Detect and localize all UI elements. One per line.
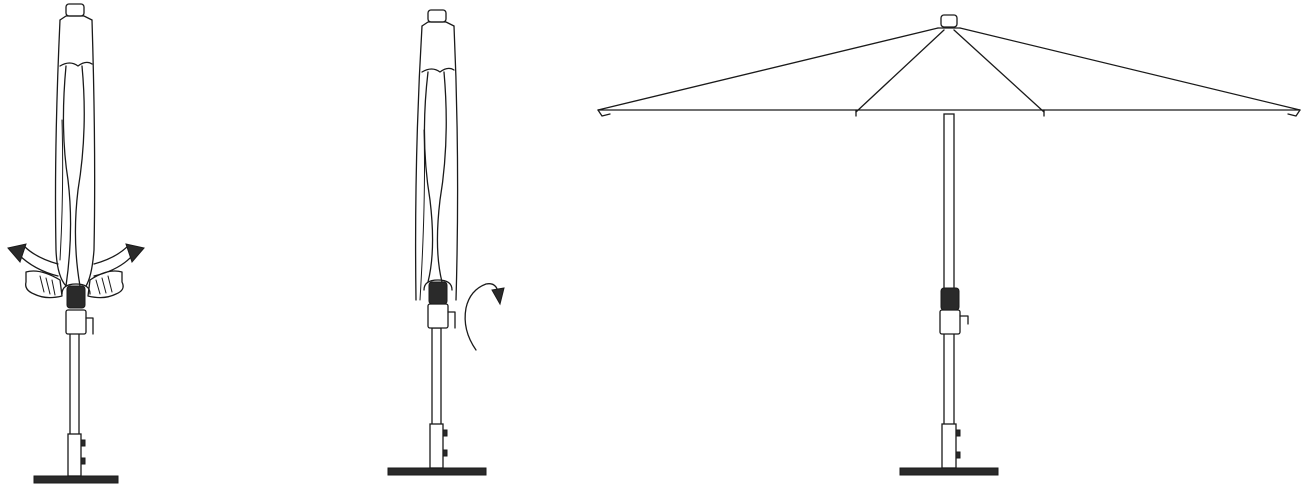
rotate-arrow-icon [464,283,505,351]
right-hand-fingers [95,275,113,295]
rib-tip [597,109,611,117]
cover-fold [436,71,447,283]
step-2-closed-umbrella [387,9,505,476]
crank-housing [65,309,87,335]
hub-collar [423,279,453,291]
hub-mechanism [428,281,448,305]
sleeve-screw [955,429,961,437]
canopy-left-edge [597,27,939,111]
curved-arrow-left-icon [7,243,59,277]
crank-housing [427,303,449,329]
sleeve-screw [442,429,448,437]
cover-left-edge [414,25,423,301]
cover-fold [423,71,434,283]
canopy-rib [953,29,1045,113]
crank-handle [85,317,94,335]
cover-crease [59,119,64,261]
step-1-closed-umbrella [7,3,145,484]
cover-fold [74,65,85,287]
cover-top [421,21,455,27]
sleeve-screw [80,439,86,447]
cover-right-edge [453,25,459,301]
sleeve-screw [80,457,86,465]
cover-crease [419,129,425,301]
pole-sleeve [67,433,82,477]
cover-band [59,61,93,67]
pole-sleeve [429,423,444,469]
cover-fold [62,65,72,287]
cover-right-edge [85,19,96,287]
hub-mechanism [940,287,960,311]
sleeve-screw [442,449,448,457]
rib-tip [1287,109,1301,117]
base-plate [387,467,487,476]
crank-handle [447,311,456,329]
top-finial [427,9,447,23]
top-finial [940,14,958,28]
cover-band [421,67,455,73]
base-plate [899,467,999,476]
hub-mechanism [66,285,86,309]
cover-top [59,15,93,21]
curved-arrow-right-icon [93,243,145,277]
canopy-rib [855,29,945,113]
crank-handle [959,315,969,325]
canopy-right-edge [959,27,1301,111]
left-hand [25,270,63,299]
right-hand [87,270,124,299]
crank-housing [939,309,961,335]
top-finial [65,3,85,17]
left-hand-fingers [39,275,56,296]
cover-left-edge [54,19,67,287]
base-plate [33,475,119,484]
sleeve-screw [955,451,961,459]
step-3-open-umbrella [597,14,1301,476]
pole-sleeve [941,423,957,469]
